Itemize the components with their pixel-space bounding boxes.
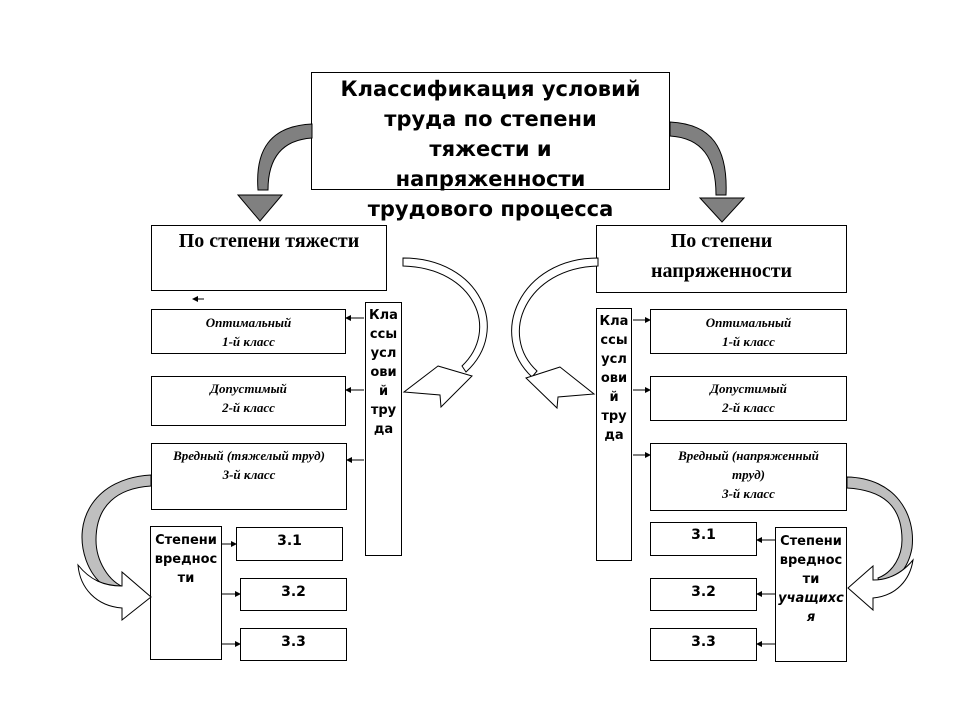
label-part: ови [600,371,628,386]
class-name: Допустимый [710,381,787,396]
label-part: да [373,422,394,437]
right-class-harmful: Вредный (напряженный труд) 3-й класс [650,443,847,511]
class-name: Оптимальный [205,315,292,330]
right-header-box: По степени напряженности [596,225,847,293]
label-part: ссы [600,333,628,348]
left-degrees-box: Степени вреднос ти [150,526,222,660]
label-part: да [604,428,624,443]
left-subclass-3-3: 3.3 [240,628,347,661]
label-part: ссы [369,327,398,342]
label-part: ови [370,365,397,380]
curved-arrow-lower-right-icon [846,476,914,612]
diagram-title: Классификация условий труда по степени т… [311,74,670,224]
class-number: 3-й класс [722,486,775,501]
right-class-optimal: Оптимальный 1-й класс [650,309,847,354]
class-name: Вредный (тяжелый труд) [173,448,325,463]
degrees-line: вреднос [779,553,843,568]
label-part: тру [601,409,627,424]
label-part: тру [370,403,397,418]
right-header-line: напряженности [650,260,793,282]
left-classes-label: Кла ссы усл ови й тру да [365,302,402,556]
degrees-line: вреднос [154,552,218,567]
subclass-number: 3.3 [691,634,716,650]
right-class-acceptable: Допустимый 2-й класс [650,376,847,421]
title-line: тяжести и [429,137,552,161]
subclass-number: 3.2 [691,584,716,600]
label-part: усл [370,346,397,361]
subclass-number: 3.2 [281,584,306,600]
title-line: напряженности [395,167,586,191]
label-part: й [609,390,619,405]
left-class-acceptable: Допустимый 2-й класс [151,376,346,426]
class-number: 1-й класс [722,334,775,349]
class-name-cont: труд) [732,467,765,482]
title-box [311,72,670,190]
right-classes-label: Кла ссы усл ови й тру да [596,308,632,561]
class-name: Оптимальный [705,315,792,330]
right-degrees-box: Степени вреднос ти учащихс я [775,527,847,662]
hollow-curved-arrow-left-icon [402,257,488,409]
degrees-line: учащихс [778,591,844,606]
title-line: трудового процесса [367,197,614,221]
class-name: Вредный (напряженный [678,448,819,463]
left-subclass-3-2: 3.2 [240,578,347,611]
degrees-line: ти [802,572,820,587]
label-part: Кла [599,314,629,329]
right-header-line: По степени [670,230,773,252]
subclass-number: 3.1 [277,533,302,549]
curved-arrow-right-icon [669,121,746,223]
class-name: Допустимый [210,381,287,396]
title-line: Классификация условий [340,77,641,101]
title-line: труда по степени [384,107,597,131]
label-part: усл [601,352,627,367]
label-part: й [378,384,389,399]
subclass-number: 3.1 [691,527,716,543]
degrees-line: Степени [780,534,842,549]
left-class-optimal: Оптимальный 1-й класс [151,309,346,354]
class-number: 3-й класс [222,467,276,482]
degrees-line: ти [177,571,195,586]
subclass-number: 3.3 [281,634,306,650]
left-header-box: По степени тяжести [151,225,387,291]
curved-arrow-left-icon [236,123,313,222]
label-part: Кла [369,308,398,323]
degrees-line: я [806,610,816,625]
degrees-line: Степени [155,533,217,548]
class-number: 2-й класс [722,400,775,415]
left-header-text: По степени тяжести [178,230,360,252]
curved-arrow-lower-left-icon [77,474,152,622]
left-class-harmful: Вредный (тяжелый труд) 3-й класс [151,443,347,510]
right-subclass-3-3: 3.3 [650,628,757,661]
class-number: 1-й класс [222,334,275,349]
hollow-curved-arrow-right-icon [511,257,599,410]
right-subclass-3-2: 3.2 [650,578,757,611]
class-number: 2-й класс [222,400,275,415]
